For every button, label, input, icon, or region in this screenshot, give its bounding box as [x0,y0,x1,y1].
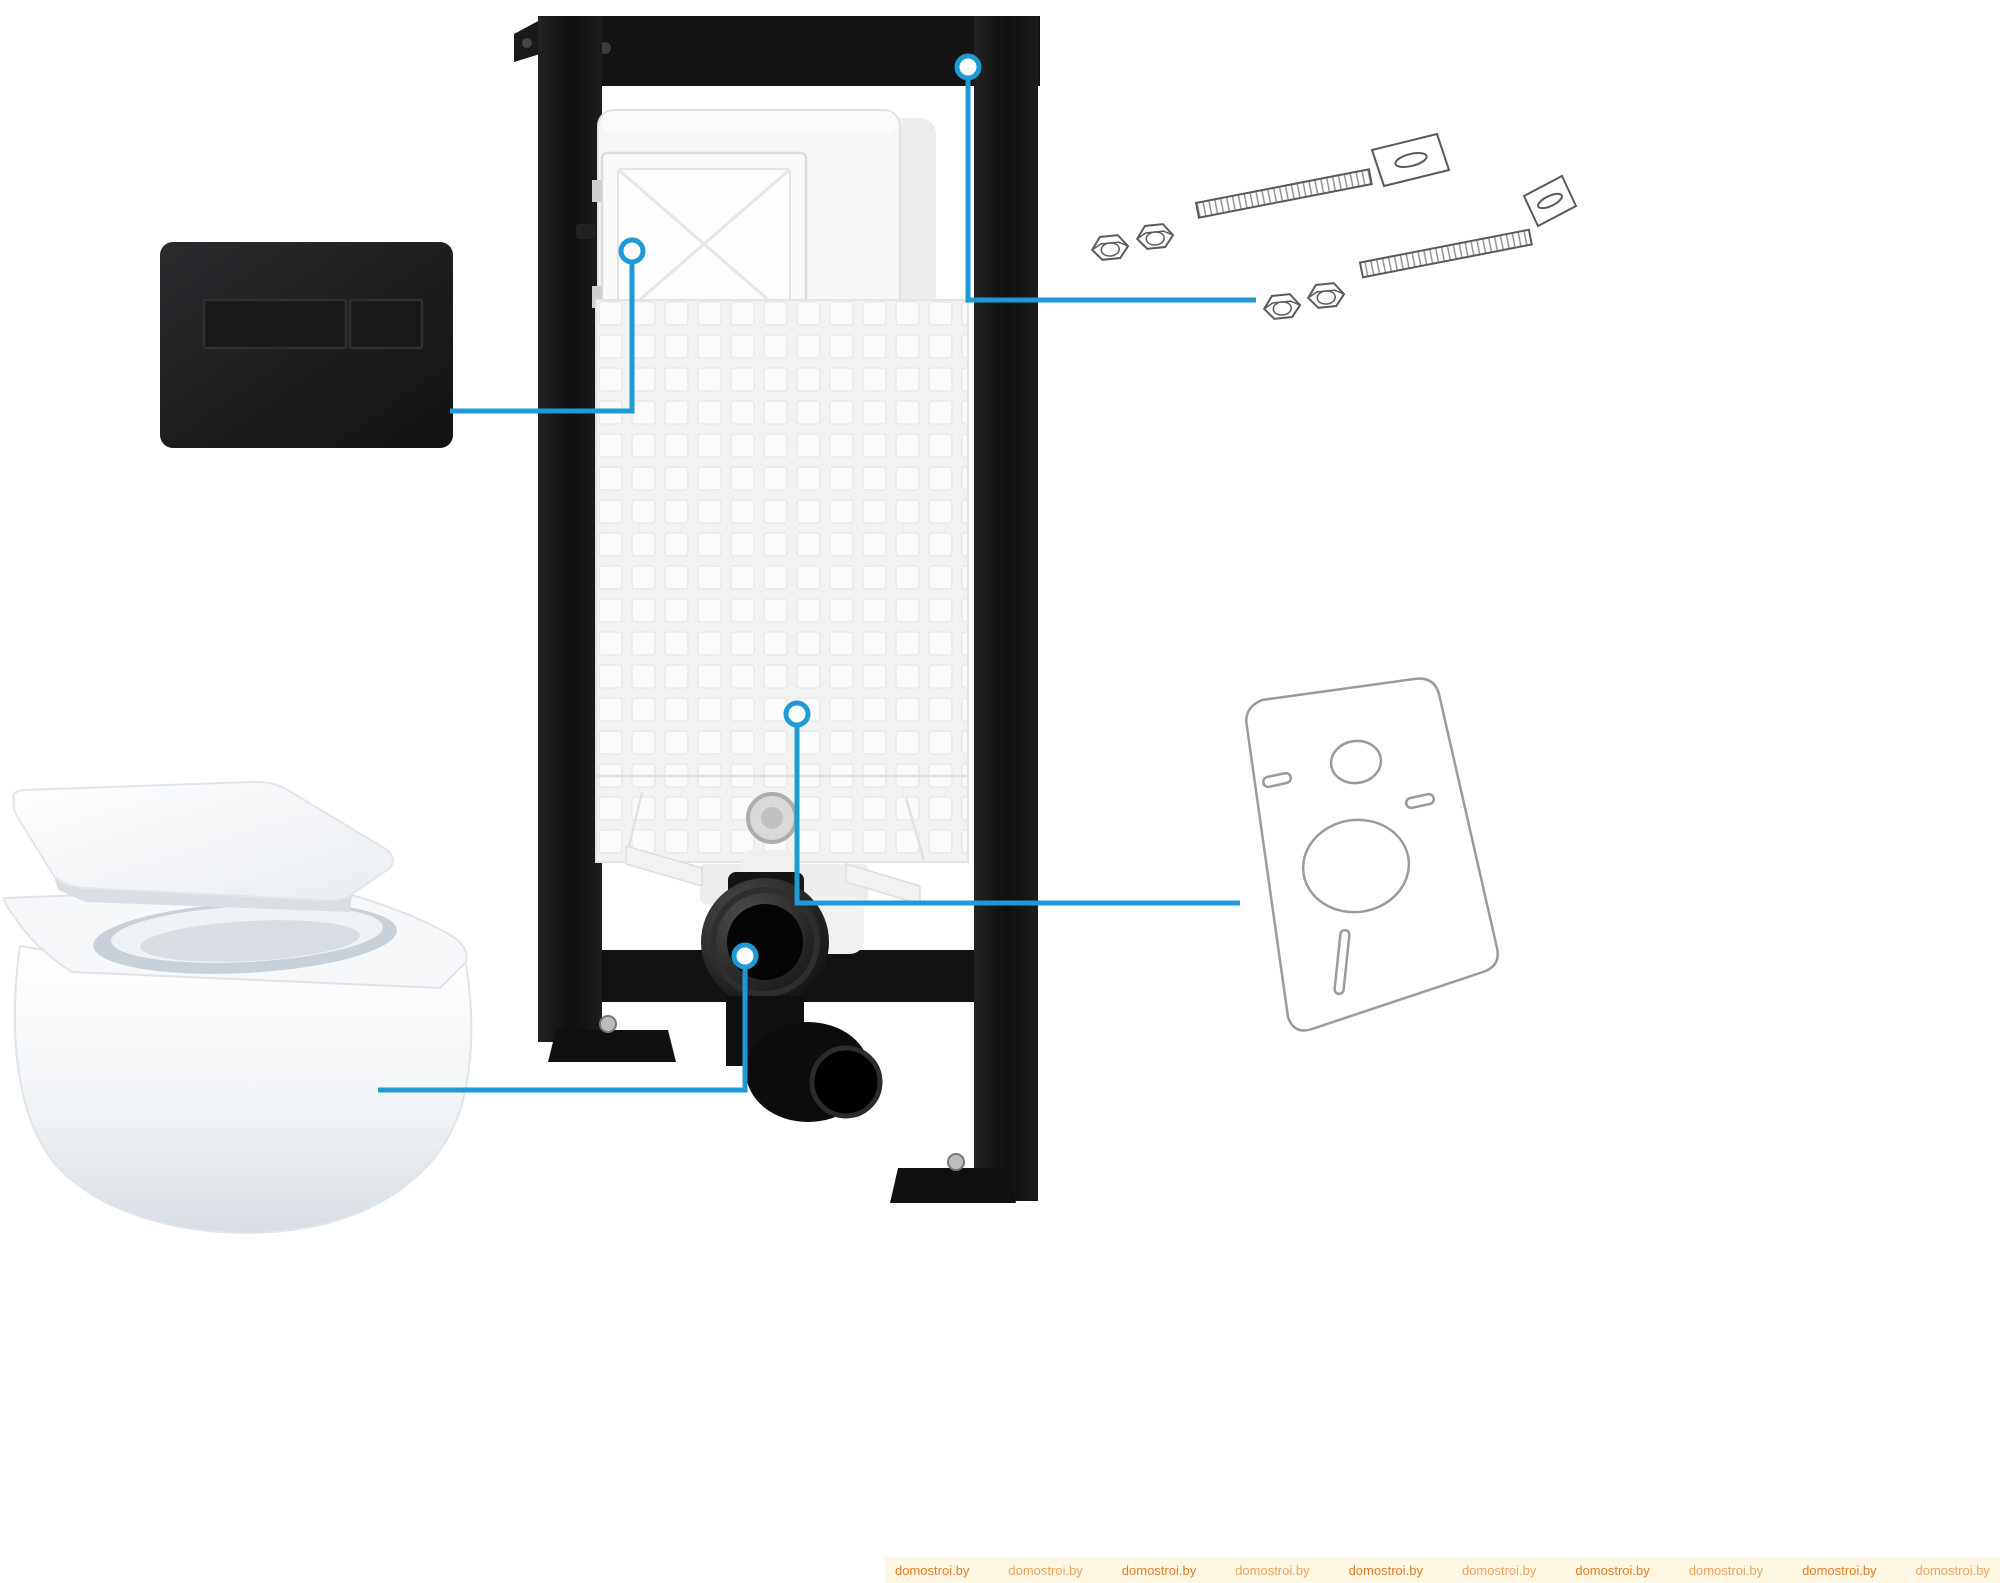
frame-top-bar [538,16,1040,86]
watermark-strip: domostroi.by domostroi.by domostroi.by d… [885,1557,2000,1583]
toilet-bowl [2,780,473,1234]
sound-insulation-gasket [1245,677,1499,1032]
hex-nut [1134,222,1176,251]
bracket-slot-lower [1537,192,1563,210]
hex-nut [1261,292,1303,321]
cistern-tank [576,109,936,337]
threaded-rod-upper [1194,168,1373,219]
watermark-text: domostroi.by [1688,1562,1764,1578]
wall-bracket-lower [1522,174,1578,228]
watermark-text: domostroi.by [1461,1562,1537,1578]
frame-left-foot [548,1030,676,1062]
mounting-hardware [1089,132,1578,321]
hinge-tab [592,286,602,308]
callout-line-flush-plate [450,263,635,414]
gasket-slot-right [1404,792,1436,810]
watermark-text: domostroi.by [1802,1562,1877,1578]
installation-frame [514,16,1040,1203]
gasket-slot-left [1261,771,1293,789]
callout-dot-toilet [731,942,759,970]
bracket-hole [522,38,532,48]
clamp [576,224,596,239]
callout-line-hardware [965,80,1256,303]
hex-nut [1089,233,1131,262]
elbow-outlet [809,1045,883,1119]
panel-knockout-center [761,807,783,829]
callout-line-gasket [794,727,1240,906]
right-foot-screw [947,1153,965,1171]
gasket-outline [1245,677,1499,1032]
watermark-text: domostroi.by [895,1562,970,1578]
watermark-text: domostroi.by [1008,1562,1083,1578]
gasket-hole-large [1301,818,1411,914]
inspection-cross-line [619,169,789,319]
insulation-panel [595,299,969,863]
flush-plate [160,242,453,448]
threaded-rod-lower [1358,228,1533,279]
inspection-box [576,151,808,337]
ball-joint-opening [727,904,803,980]
gasket-slot-bottom [1333,928,1351,996]
frame-right-post [974,16,1038,1201]
callout-dot-flush-plate [618,237,646,265]
callout-lines [378,53,1256,1093]
callout-line-toilet [378,969,748,1093]
left-foot-screw [599,1015,617,1033]
frame-left-post [538,16,602,1042]
wall-bracket-upper [1370,132,1451,188]
watermark-text: domostroi.by [1915,1562,1990,1578]
drain-pipe [701,850,883,1122]
flush-button-large [202,298,348,350]
bracket-slot-upper [1394,152,1428,168]
frame-right-foot [890,1168,1016,1203]
mounting-arm-left [625,845,703,887]
callout-dot-hardware [954,53,982,81]
hex-nut [1305,281,1347,310]
watermark-text: domostroi.by [1121,1562,1197,1578]
bowl-interior [140,920,360,962]
flush-button-small [348,298,424,350]
tank-lid [602,112,896,132]
watermark-text: domostroi.by [1235,1562,1310,1578]
callout-dot-gasket [783,700,811,728]
gasket-hole-small [1329,739,1383,785]
hinge-tab [592,180,602,202]
ball-joint-ring [710,887,820,997]
watermark-text: domostroi.by [1348,1562,1423,1578]
seat-lid [12,780,394,902]
watermark-text: domostroi.by [1575,1562,1650,1578]
panel-mark [904,797,926,861]
foam-panel [595,299,969,863]
